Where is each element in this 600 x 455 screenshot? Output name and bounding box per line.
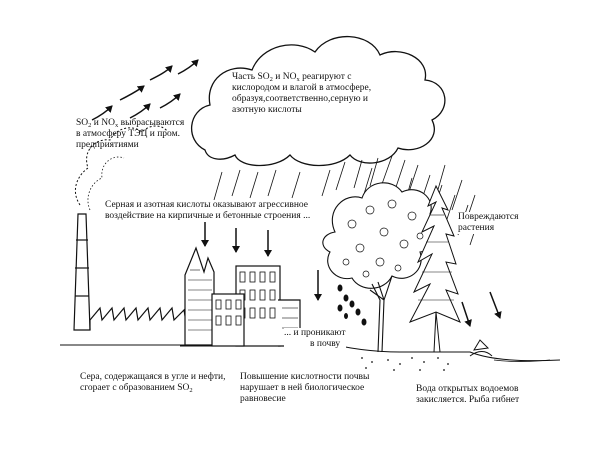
emission-arrows	[91, 59, 199, 121]
label-water-acidified: Вода открытых водоемов закисляется. Рыба…	[416, 384, 519, 406]
water-acidified-line1: Вода открытых водоемов	[416, 384, 519, 394]
factory-building	[89, 306, 197, 330]
label-so2-release: SO2 и NOx выбрасываются в атмосферу ТЭЦ …	[76, 118, 184, 151]
pond-with-fish	[469, 339, 551, 362]
deciduous-tree	[322, 182, 440, 353]
soil-acidity-line2: нарушает в ней биологическое	[240, 383, 365, 393]
ground	[180, 345, 561, 362]
sulfur-burning-line2: сгорает с образованием SO2	[80, 383, 193, 394]
buildings	[184, 246, 301, 347]
cloud-reaction-line4: азотную кислоты	[232, 105, 302, 115]
cloud-reaction-line2: кислородом и влагой в атмосфере,	[232, 83, 372, 93]
water-acidified-line2: закисляется. Рыба гибнет	[416, 395, 520, 405]
cloud-reaction-line3: образуя,соответственно,серную и	[232, 94, 369, 104]
plants-damaged-line2: растения	[458, 223, 495, 233]
soil-acidity-line3: равновесие	[240, 394, 286, 404]
smoke-plume-2	[87, 156, 125, 211]
conifer-tree	[408, 184, 461, 353]
label-plants-damaged: Повреждаются растения	[458, 212, 519, 234]
soil-dots	[361, 357, 449, 371]
label-soil-acidity: Повышение кислотности почвы нарушает в н…	[240, 372, 369, 405]
plants-damaged-line1: Повреждаются	[458, 212, 519, 222]
sulfur-burning-line1: Сера, содержащаяся в угле и нефти,	[80, 372, 226, 382]
soil-penetration-line1: ... и проникают	[284, 328, 346, 338]
falling-leaves	[337, 284, 367, 326]
cloud	[190, 35, 446, 167]
factory-chimney	[73, 213, 91, 331]
acids-buildings-line1: Серная и азотная кислоты оказывают агрес…	[105, 200, 308, 210]
smoke-plume	[75, 125, 169, 206]
acid-arrows	[201, 222, 502, 327]
label-cloud-reaction: Часть SO2 и NOx реагируют с кислородом и…	[232, 72, 371, 116]
label-soil-penetration: ... и проникают в почву	[284, 328, 346, 350]
cloud-reaction-line1: Часть SO2 и NOx реагируют с	[232, 72, 352, 83]
soil-acidity-line1: Повышение кислотности почвы	[240, 372, 370, 382]
so2-release-line2: в атмосферу ТЭЦ и пром.	[76, 129, 180, 139]
label-sulfur-burning: Сера, содержащаяся в угле и нефти, сгора…	[80, 372, 226, 394]
so2-release-line3: предприятиями	[76, 140, 139, 150]
so2-release-line1: SO2 и NOx выбрасываются	[76, 118, 185, 129]
label-acids-buildings: Серная и азотная кислоты оказывают агрес…	[104, 200, 312, 222]
acids-buildings-line2: воздействие на кирпичные и бетонные стро…	[105, 211, 311, 221]
soil-penetration-line2: в почву	[310, 339, 341, 349]
